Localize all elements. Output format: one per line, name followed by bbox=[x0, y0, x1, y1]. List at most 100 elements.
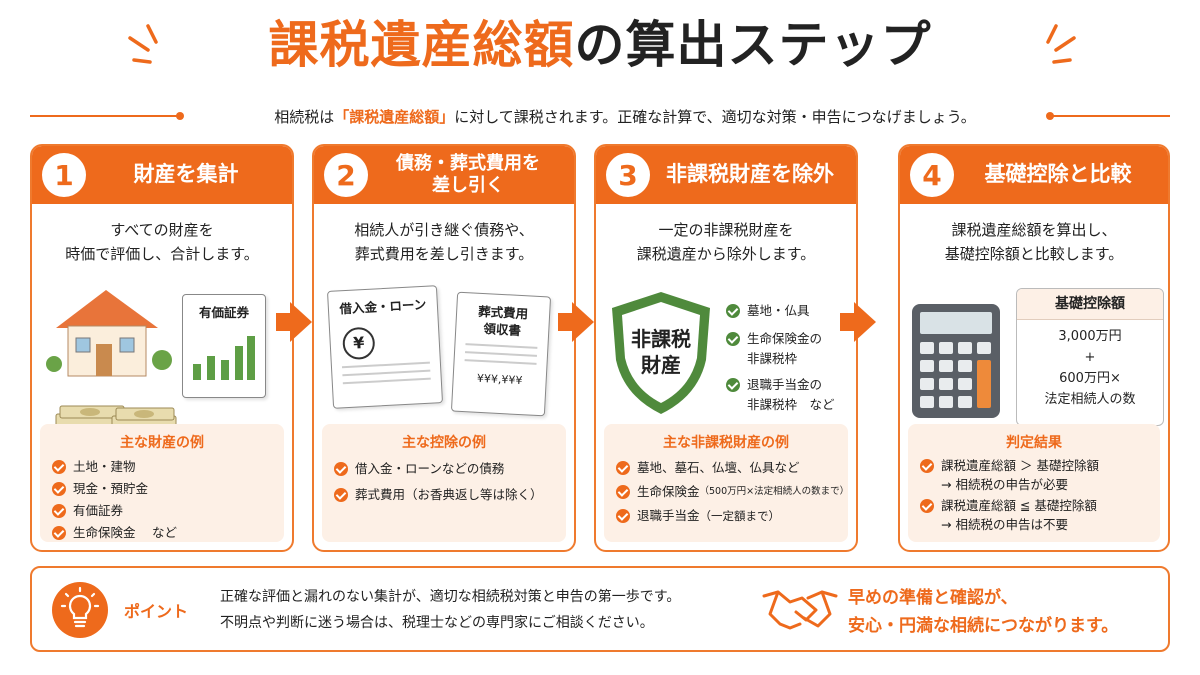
text-line: 早めの準備と確認が、 bbox=[848, 588, 1018, 608]
step-illustration: 基礎控除額 3,000万円 + 600万円× 法定相続人の数 bbox=[900, 278, 1168, 450]
check-icon bbox=[334, 462, 348, 476]
check-icon bbox=[334, 488, 348, 502]
text-line bbox=[465, 350, 538, 357]
funeral-receipt-document: 葬式費用 領収書 ¥¥¥,¥¥¥ bbox=[450, 291, 552, 417]
check-icon bbox=[616, 461, 630, 475]
step-description: 一定の非課税財産を 課税遺産から除外します。 bbox=[596, 218, 856, 270]
text-line bbox=[342, 377, 431, 385]
item-text: 借入金・ローンなどの債務 bbox=[355, 461, 505, 476]
step-card-3: 3 非課税財産を除外 一定の非課税財産を 課税遺産から除外します。 非課税 財産… bbox=[594, 144, 858, 552]
check-icon bbox=[726, 378, 740, 392]
examples-box: 判定結果 課税遺産総額 ＞ 基礎控除額 → 相続税の申告が必要 課税遺産総額 ≦… bbox=[908, 424, 1160, 542]
point-text: 正確な評価と漏れのない集計が、適切な相続税対策と申告の第一歩です。 不明点や判断… bbox=[220, 584, 680, 636]
arrow-right-icon bbox=[558, 302, 594, 342]
label-line: 財産 bbox=[641, 353, 681, 377]
item-text: 生命保険金の bbox=[747, 331, 823, 346]
examples-title: 主な財産の例 bbox=[120, 435, 204, 451]
desc-line: 相続人が引き継ぐ債務や、 bbox=[354, 221, 534, 239]
desc-line: すべての財産を bbox=[110, 221, 214, 239]
step-header: 1 財産を集計 bbox=[32, 146, 292, 204]
formula-line: + bbox=[1084, 350, 1096, 365]
step-description: すべての財産を 時価で評価し、合計します。 bbox=[32, 218, 292, 270]
list-item: 葬式費用（お香典返し等は除く） bbox=[334, 482, 554, 508]
point-banner: ポイント 正確な評価と漏れのない集計が、適切な相続税対策と申告の第一歩です。 不… bbox=[30, 566, 1170, 652]
check-icon bbox=[52, 460, 66, 474]
formula-line: 法定相続人の数 bbox=[1044, 392, 1136, 407]
step-title: 基礎控除と比較 bbox=[984, 162, 1132, 187]
item-note: （500万円×法定相続人の数まで） bbox=[699, 486, 850, 497]
step-title: 債務・葬式費用を 差し引く bbox=[368, 153, 574, 196]
arrow-right-icon bbox=[840, 302, 876, 342]
item-note: （一定額まで） bbox=[699, 509, 781, 523]
title-line: 差し引く bbox=[432, 175, 504, 196]
examples-title: 主な非課税財産の例 bbox=[663, 435, 789, 451]
emphasis-burst-icon bbox=[128, 24, 158, 64]
desc-line: 課税遺産総額を算出し、 bbox=[951, 221, 1117, 239]
check-icon bbox=[52, 504, 66, 518]
shield-label: 非課税 財産 bbox=[606, 326, 716, 378]
calculator-icon bbox=[912, 304, 1000, 418]
step-number: 1 bbox=[42, 153, 86, 197]
subtitle-highlight: 「課税遺産総額」 bbox=[334, 108, 455, 126]
bar-chart-icon bbox=[193, 335, 255, 380]
item-text: 墓地・仏具 bbox=[747, 303, 810, 318]
item-text-cont: 非課税枠 など bbox=[747, 397, 835, 412]
point-label: ポイント bbox=[124, 602, 189, 621]
desc-line: 課税遺産から除外します。 bbox=[636, 245, 816, 263]
item-text: 有価証券 bbox=[73, 503, 124, 518]
step-card-4: 4 基礎控除と比較 課税遺産総額を算出し、 基礎控除額と比較します。 基礎控除額… bbox=[898, 144, 1170, 552]
desc-line: 一定の非課税財産を bbox=[658, 221, 794, 239]
yen-icon: ¥ bbox=[341, 326, 376, 361]
check-icon bbox=[52, 526, 66, 540]
shield-icon bbox=[612, 292, 710, 414]
step-illustration: 有価証券 bbox=[32, 278, 292, 450]
arrow-right-icon bbox=[276, 302, 312, 342]
non-taxable-list: 墓地・仏具 生命保険金の 非課税枠 退職手当金の 非課税枠 など bbox=[726, 300, 856, 414]
step-number: 2 bbox=[324, 153, 368, 197]
emphasis-burst-icon bbox=[1046, 24, 1076, 64]
list-item: 有価証券 bbox=[52, 500, 272, 522]
item-text: 退職手当金の bbox=[747, 377, 823, 392]
check-icon bbox=[920, 498, 934, 513]
check-icon bbox=[726, 332, 740, 346]
item-text: 退職手当金 bbox=[637, 508, 700, 523]
document-label: 葬式費用 領収書 bbox=[456, 303, 550, 342]
item-text: 生命保険金 など bbox=[73, 525, 177, 540]
deduction-formula: 3,000万円 + 600万円× 法定相続人の数 bbox=[1017, 326, 1163, 410]
label-line: 非課税 bbox=[631, 327, 691, 351]
title-line: 債務・葬式費用を bbox=[396, 153, 540, 175]
check-icon bbox=[616, 485, 630, 499]
item-text: 課税遺産総額 ≦ 基礎控除額 bbox=[941, 498, 1097, 513]
handshake-icon bbox=[762, 590, 838, 630]
check-icon bbox=[920, 458, 934, 473]
examples-box: 主な非課税財産の例 墓地、墓石、仏壇、仏具など 生命保険金（500万円×法定相続… bbox=[604, 424, 850, 542]
desc-line: 葬式費用を差し引きます。 bbox=[354, 245, 534, 263]
examples-title: 判定結果 bbox=[1006, 435, 1062, 451]
document-label: 有価証券 bbox=[198, 305, 249, 320]
text-line: 正確な評価と漏れのない集計が、適切な相続税対策と申告の第一歩です。 bbox=[220, 589, 681, 605]
divider bbox=[1050, 115, 1170, 117]
house-icon bbox=[46, 290, 172, 377]
item-text: 課税遺産総額 ＞ 基礎控除額 bbox=[941, 458, 1099, 473]
list-item: 借入金・ローンなどの債務 bbox=[334, 456, 554, 482]
check-icon bbox=[52, 482, 66, 496]
subtitle-row: 相続税は「課税遺産総額」に対して課税されます。正確な計算で、適切な対策・申告につ… bbox=[30, 104, 1170, 128]
item-text: 生命保険金 bbox=[637, 484, 700, 499]
document-label: 借入金・ローン bbox=[339, 296, 427, 317]
step-header: 3 非課税財産を除外 bbox=[596, 146, 856, 204]
securities-document: 有価証券 bbox=[182, 294, 266, 398]
item-text-cont: 非課税枠 bbox=[747, 351, 798, 366]
check-icon bbox=[726, 304, 740, 318]
list-item: 課税遺産総額 ＞ 基礎控除額 → 相続税の申告が必要 bbox=[920, 456, 1148, 494]
examples-box: 主な財産の例 土地・建物 現金・預貯金 有価証券 生命保険金 など bbox=[40, 424, 284, 542]
step-card-1: 1 財産を集計 すべての財産を 時価で評価し、合計します。 有価 bbox=[30, 144, 294, 552]
subtitle-pre: 相続税は bbox=[274, 108, 335, 126]
step-number: 4 bbox=[910, 153, 954, 197]
list-item: 墓地・仏具 bbox=[726, 300, 856, 322]
panel-title: 基礎控除額 bbox=[1017, 289, 1163, 320]
step-card-2: 2 債務・葬式費用を 差し引く 相続人が引き継ぐ債務や、 葬式費用を差し引きます… bbox=[312, 144, 576, 552]
formula-line: 600万円× bbox=[1059, 371, 1121, 386]
step-title: 非課税財産を除外 bbox=[666, 162, 834, 187]
page-title: 課税遺産総額の算出ステップ bbox=[0, 14, 1200, 77]
item-text: 葬式費用（お香典返し等は除く） bbox=[355, 487, 543, 502]
